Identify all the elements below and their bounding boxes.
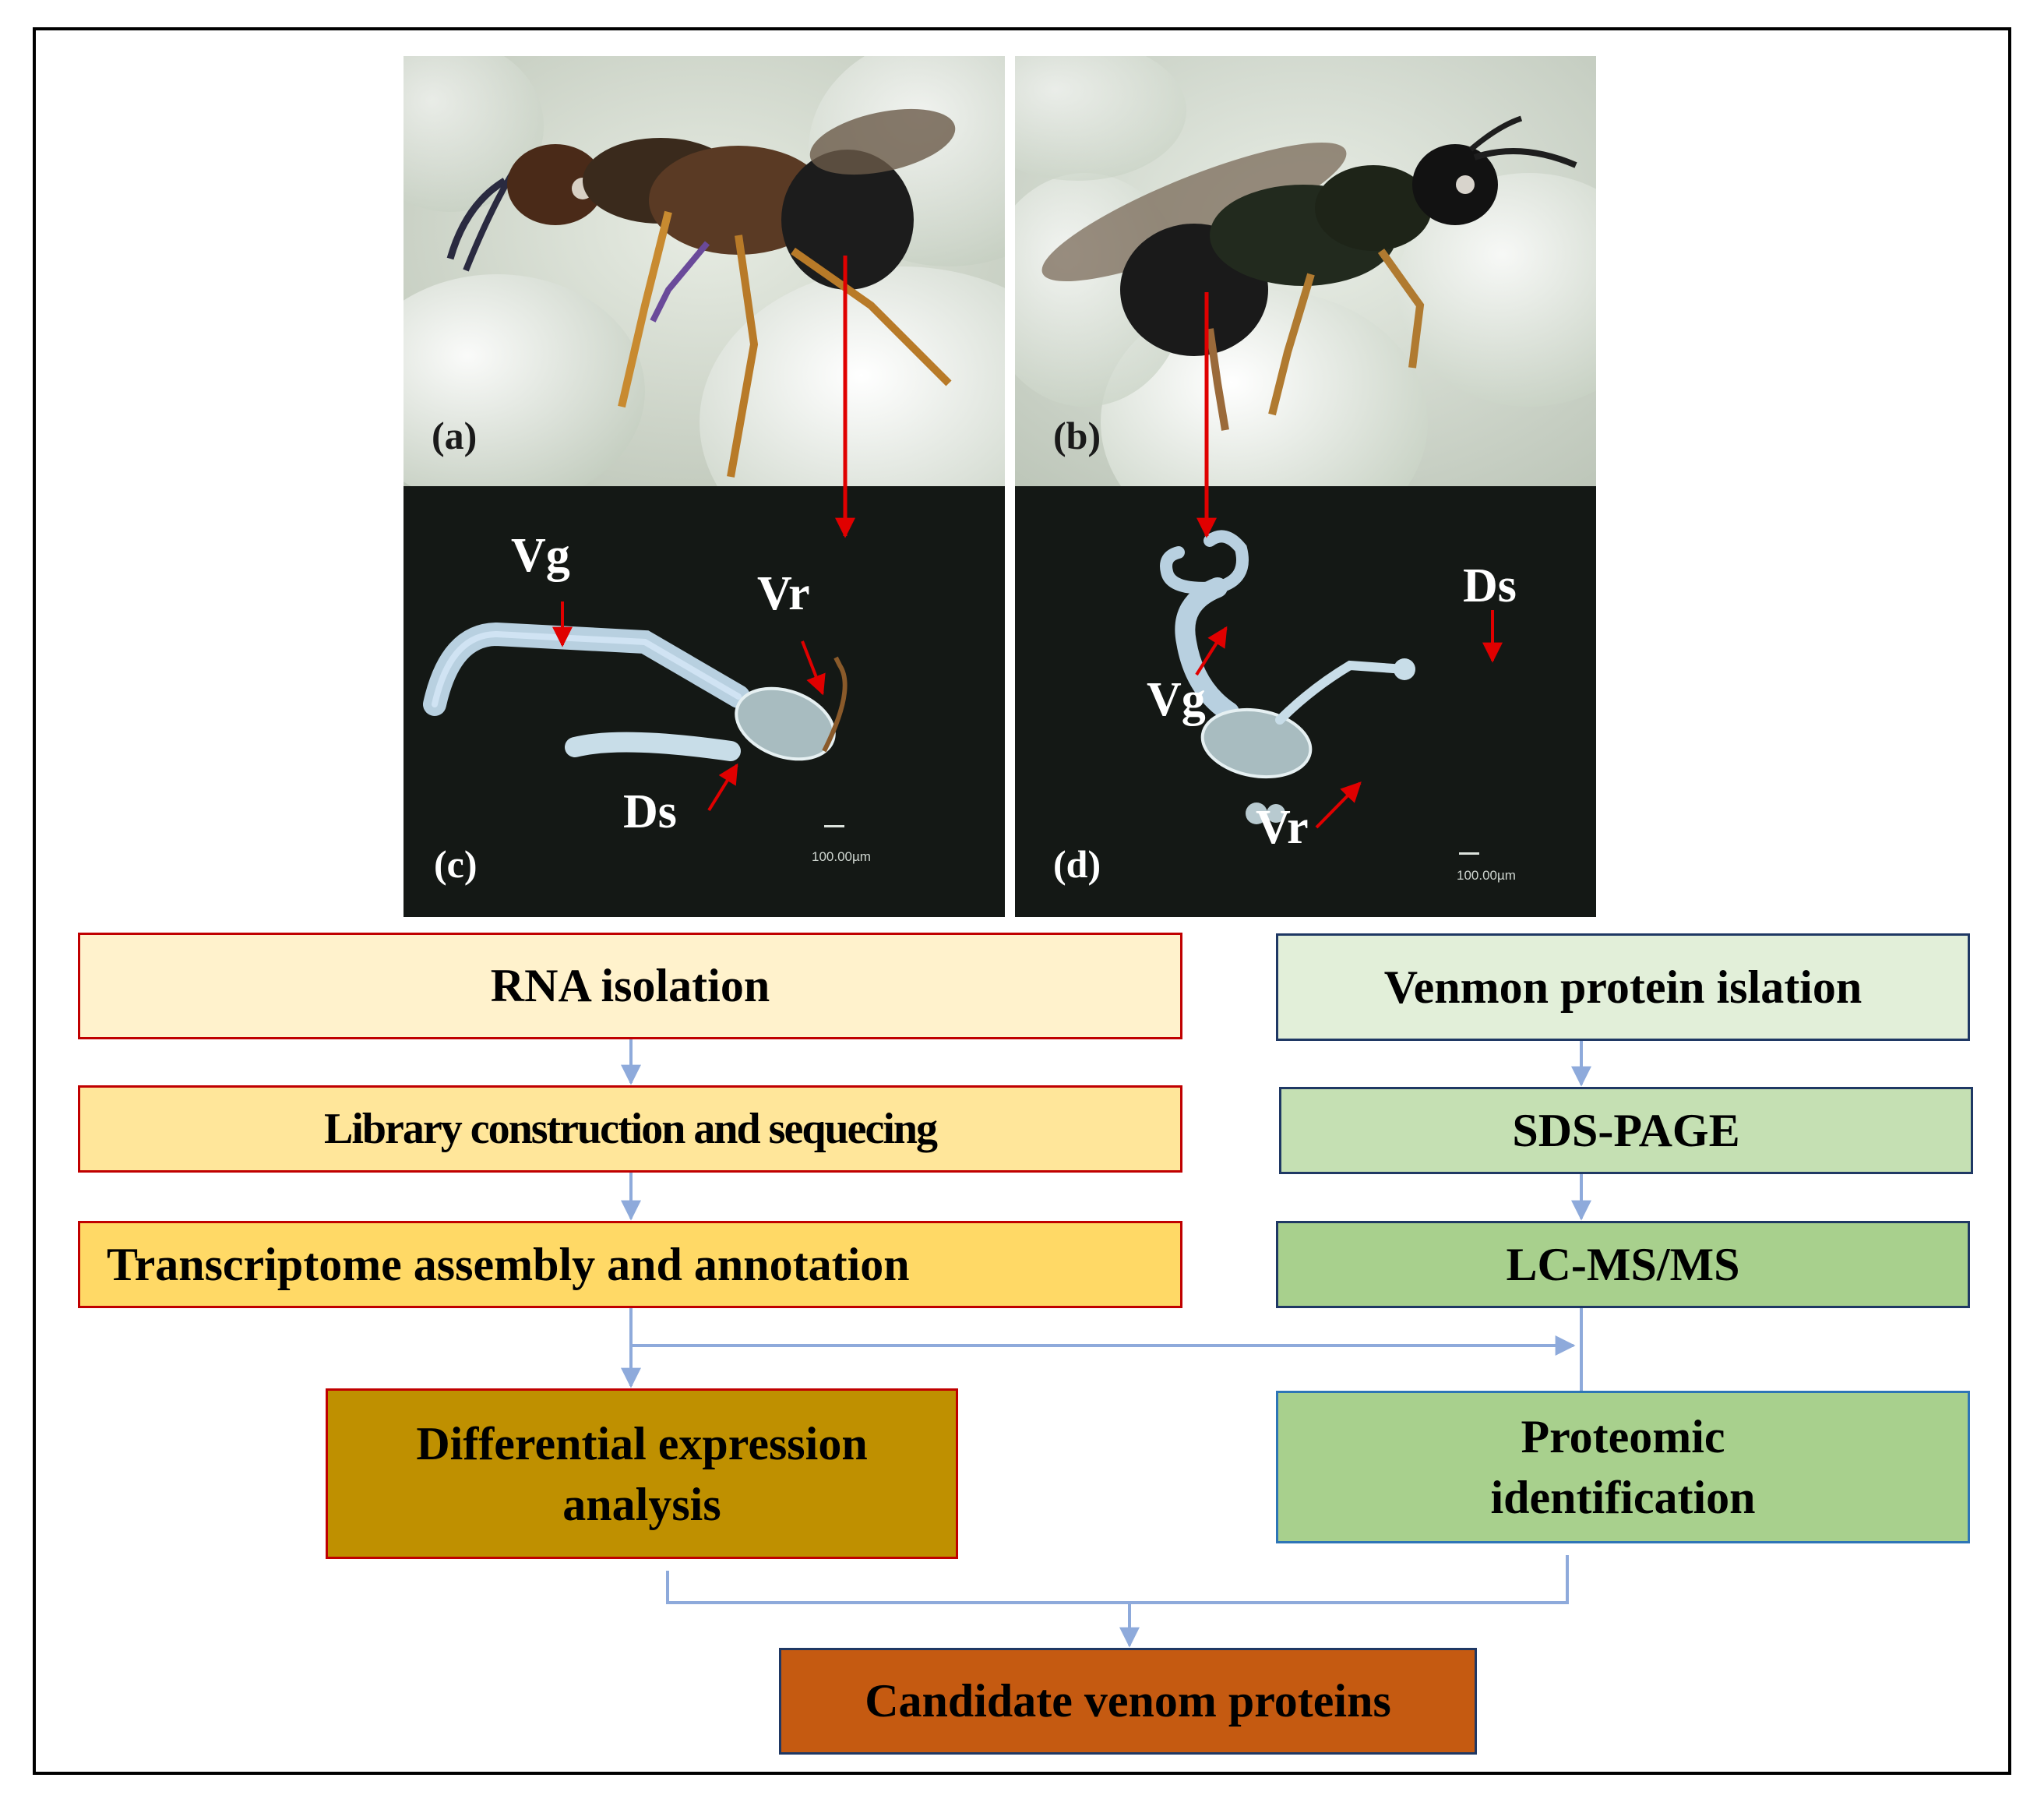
differential-line-2: analysis [562, 1478, 721, 1530]
candidate-venom-proteins-box: Candidate venom proteins [779, 1648, 1477, 1755]
panel-label-b: (b) [1053, 414, 1101, 457]
pointer-vr-c [801, 640, 826, 696]
pointer-ds-c [707, 763, 738, 812]
panel-label-c: (c) [434, 842, 478, 886]
label-vg-c: Vg [511, 529, 570, 582]
label-ds-d: Ds [1463, 559, 1517, 612]
label-vr-c: Vr [757, 567, 810, 620]
pointer-vr-d [1315, 781, 1362, 829]
differential-expression-box: Differential expression analysis [326, 1388, 958, 1559]
panel-label-d: (d) [1053, 842, 1101, 886]
proteomic-line-1: Proteomic [1521, 1411, 1725, 1462]
venom-protein-isolation-box: Venmon protein islation [1276, 933, 1970, 1041]
proteomic-line-2: identification [1490, 1472, 1756, 1523]
photo-wasp-b [1015, 56, 1596, 486]
proteomic-identification-box: Proteomic identification [1276, 1391, 1970, 1543]
micrograph-c [404, 486, 1005, 917]
figure-frame [33, 27, 2011, 1775]
sds-page-box: SDS-PAGE [1279, 1087, 1973, 1174]
scale-bar-label-c: 100.00µm [812, 849, 871, 864]
differential-line-1: Differential expression [416, 1417, 868, 1469]
scale-bar-label-d: 100.00µm [1457, 868, 1516, 883]
panel-label-a: (a) [432, 414, 478, 457]
label-vg-d: Vg [1147, 673, 1206, 726]
micrograph-d [1015, 486, 1596, 917]
transcriptome-assembly-box: Transcriptome assembly and annotation [78, 1221, 1182, 1308]
label-vr-d: Vr [1256, 801, 1309, 854]
label-ds-c: Ds [623, 785, 677, 838]
rna-isolation-box: RNA isolation [78, 933, 1182, 1039]
library-construction-box: Library construction and sequecing [78, 1085, 1182, 1173]
lc-ms-ms-box: LC-MS/MS [1276, 1221, 1970, 1308]
pointer-vg-d [1195, 626, 1228, 676]
photo-wasp-a [404, 56, 1005, 486]
